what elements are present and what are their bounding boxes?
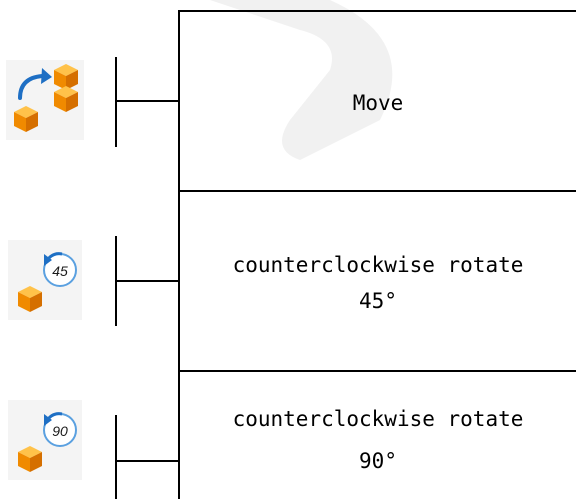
move-cubes-icon (6, 60, 84, 140)
row-separator-1 (178, 190, 576, 192)
connector-vertical-1 (115, 57, 117, 147)
rotate-45-label-line1: counterclockwise rotate (232, 253, 524, 277)
rotate-90-label-line1: counterclockwise rotate (232, 407, 524, 431)
rotate-ccw-45-icon: 45 (8, 240, 82, 320)
rotate-90-label-line2: 90° (359, 449, 397, 473)
row-separator-2 (178, 370, 576, 372)
rotate-45-label-line2: 45° (359, 289, 397, 313)
connector-horizontal-1 (115, 100, 179, 102)
move-label: Move (352, 91, 404, 115)
table-left-border (178, 10, 180, 499)
rotate-90-icon-text: 90 (52, 423, 68, 439)
connector-horizontal-3 (115, 460, 179, 462)
rotate-ccw-90-icon: 90 (8, 400, 82, 480)
rotate-45-icon-text: 45 (52, 263, 68, 279)
connector-horizontal-2 (115, 280, 179, 282)
connector-vertical-3 (115, 415, 117, 499)
table-top-border (178, 10, 576, 12)
